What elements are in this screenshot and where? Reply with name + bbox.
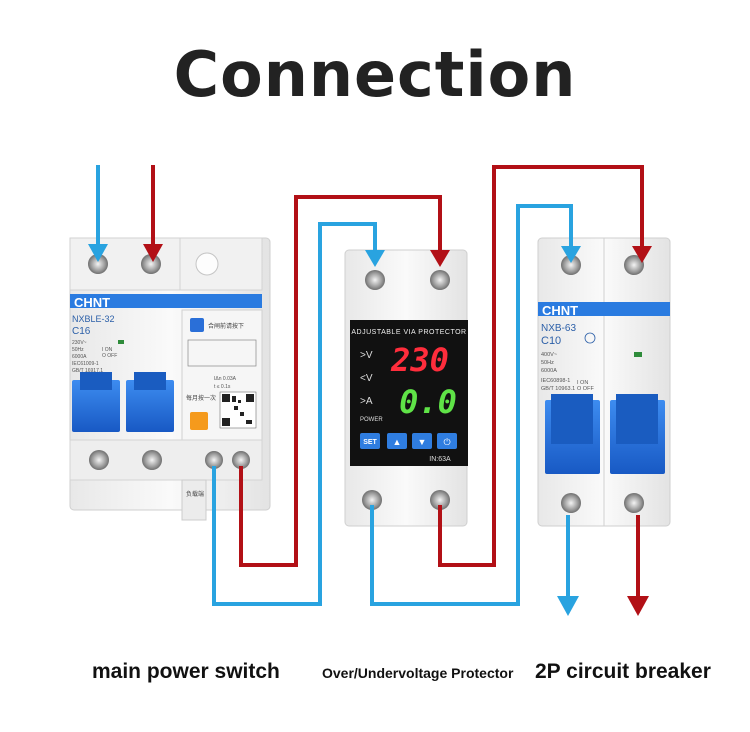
down-button[interactable] (412, 433, 432, 449)
qr-pattern (222, 394, 254, 426)
arrow-down-icon (632, 246, 652, 263)
main-switch-off: O OFF (102, 353, 117, 359)
main-switch-spec-2: 6000A (72, 354, 87, 360)
breaker-bottom-terminal-1 (561, 493, 581, 513)
protector-buttons: SET ▲ ▼ ⏻ (360, 433, 457, 449)
breaker-top-terminal-2 (624, 255, 644, 275)
breaker-indicator (634, 352, 642, 357)
main-switch-toggle-2[interactable] (126, 380, 174, 432)
set-button-label: SET (363, 439, 377, 446)
arrow-down-icon (143, 244, 163, 262)
arrow-down-icon (365, 250, 385, 267)
protector-label-power: POWER (360, 417, 383, 423)
current-reading: 0.0 (399, 383, 457, 421)
power-icon: ⏻ (443, 437, 450, 447)
switch-to-protector-live (239, 195, 442, 567)
caption-main-switch: main power switch (92, 660, 280, 683)
breaker-spec-1: 50Hz (541, 360, 554, 366)
up-icon: ▲ (393, 437, 402, 447)
protector-bottom-terminal-1 (362, 490, 382, 510)
breaker-model: NXB-63 (541, 323, 576, 334)
protector-to-breaker-neutral (370, 204, 573, 606)
main-switch-brand: CHNT (74, 295, 110, 310)
breaker-off: O OFF (577, 386, 594, 392)
rcd-time: t ≤ 0.1s (214, 384, 231, 390)
breaker-spec-4: GB/T 10963.1 (541, 386, 575, 392)
protector-top-terminal-1 (365, 270, 385, 290)
caption-circuit-breaker: 2P circuit breaker (535, 660, 711, 683)
voltage-reading: 230 (390, 341, 449, 379)
main-switch-bottom-terminal-2 (142, 450, 162, 470)
page-title: Connection (173, 38, 577, 111)
protector-bottom-terminal-2 (430, 490, 450, 510)
switch-to-protector-neutral (212, 222, 377, 606)
arrowheads (88, 244, 652, 616)
breaker-spec-0: 400V~ (541, 352, 557, 358)
breaker-top-terminal-1 (561, 255, 581, 275)
main-switch-spec-1: 50Hz (72, 347, 84, 353)
breaker-rating: C10 (541, 335, 561, 347)
main-switch-rating: C16 (72, 326, 91, 337)
arrow-down-icon (430, 250, 450, 267)
arrow-down-icon (88, 244, 108, 262)
breaker-on: I ON (577, 380, 588, 386)
ccc-mark-icon (584, 332, 596, 344)
main-switch-top-terminal-2 (141, 254, 161, 274)
circuit-breaker: CHNT NXB-63 C10 400V~ 50Hz 6000A IEC6089… (537, 237, 671, 527)
main-switch-spec-3: IEC61009-1 (72, 361, 99, 367)
arrow-down-icon (557, 596, 579, 616)
down-icon: ▼ (418, 437, 427, 447)
test-note: 每月按一次 (186, 394, 216, 402)
main-switch-top-terminal-1 (88, 254, 108, 274)
protector-top-terminal-2 (430, 270, 450, 290)
main-switch-load-terminal-1 (205, 451, 223, 469)
main-switch-top-hole (195, 252, 219, 276)
main-switch-on: I ON (102, 347, 113, 353)
arrow-down-icon (627, 596, 649, 616)
protector-header: ADJUSTABLE VIA PROTECTOR (351, 329, 466, 336)
protector-rating: IN:63A (429, 456, 451, 463)
breaker-bottom-terminal-2 (624, 493, 644, 513)
main-switch-bottom-terminal-1 (89, 450, 109, 470)
main-switch-toggle-1[interactable] (72, 380, 120, 432)
rcd-note: 合闸前请按下 (208, 322, 244, 330)
main-switch-spec-4: GB/T 16917.1 (72, 368, 103, 374)
protector-to-breaker-live (438, 165, 644, 567)
voltage-protector: ADJUSTABLE VIA PROTECTOR >V <V >A POWER … (344, 249, 468, 527)
power-button[interactable] (437, 433, 457, 449)
arrow-down-icon (561, 246, 581, 263)
set-button[interactable] (360, 433, 380, 449)
main-switch-load-terminal-2 (232, 451, 250, 469)
protector-label-over-v: >V (360, 350, 373, 361)
wiring (96, 165, 644, 606)
main-switch-indicator (118, 340, 124, 344)
breaker-spec-2: 6000A (541, 368, 557, 374)
load-label: 负载端 (186, 490, 204, 498)
rcd-test-button[interactable] (190, 318, 204, 332)
main-switch-model: NXBLE-32 (72, 314, 115, 324)
main-power-switch: CHNT NXBLE-32 C16 230V~ 50Hz 6000A IEC61… (69, 237, 271, 521)
protector-label-over-a: >A (360, 396, 373, 407)
main-switch-spec-0: 230V~ (72, 340, 87, 346)
breaker-spec-3: IEC60898-1 (541, 378, 570, 384)
breaker-brand: CHNT (542, 303, 578, 318)
protector-label-under-v: <V (360, 373, 373, 384)
up-button[interactable] (387, 433, 407, 449)
rcd-current: IΔn 0.03A (214, 376, 237, 382)
rcd-reset-button[interactable] (190, 412, 208, 430)
caption-protector: Over/Undervoltage Protector (322, 665, 514, 681)
